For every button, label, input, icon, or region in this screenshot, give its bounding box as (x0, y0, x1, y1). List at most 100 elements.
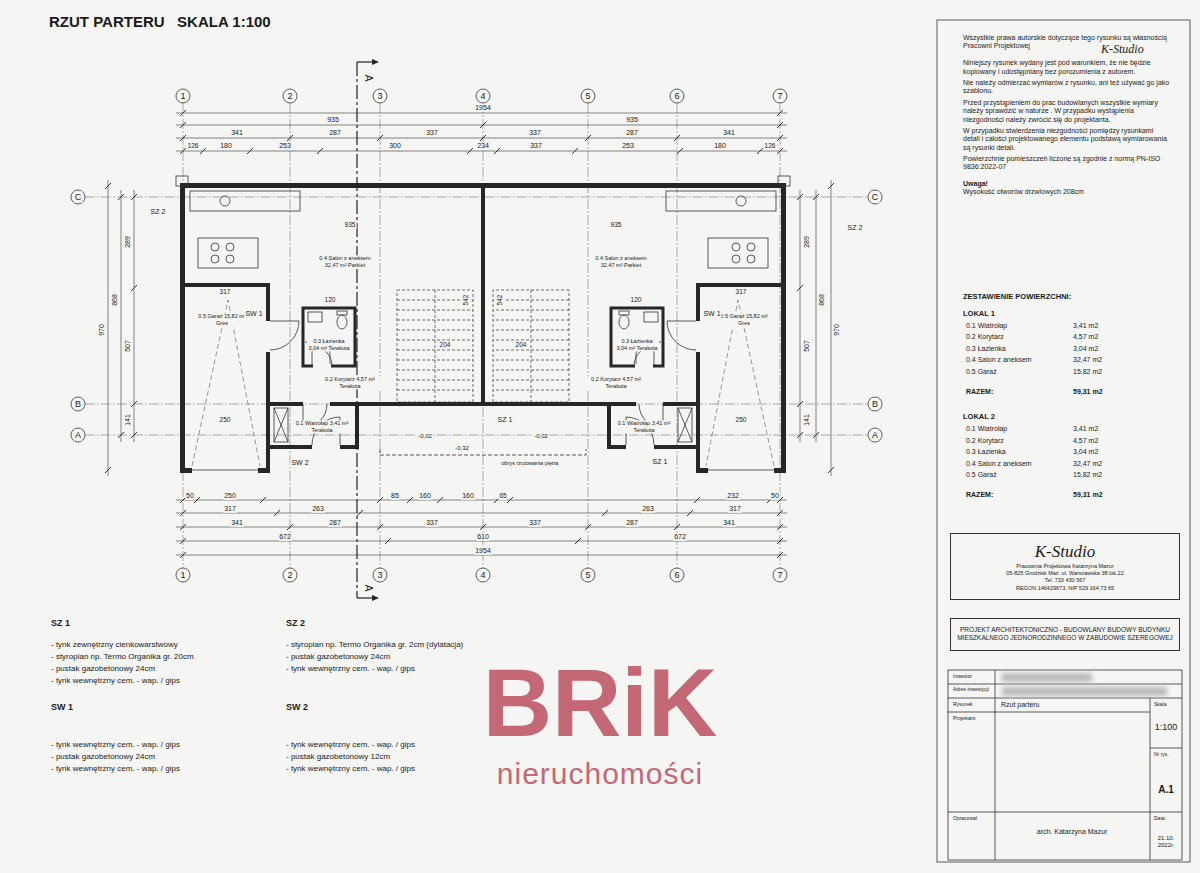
area-table-cell: 0.5 Garaż (965, 368, 998, 376)
title-block-frame (937, 20, 1190, 862)
title-block-frame (995, 670, 996, 860)
dimension: 180 (219, 142, 233, 150)
dimension: 287 (625, 519, 639, 527)
axis-label: 4 (479, 91, 486, 102)
room-label: 0.1 Wiatrołap 3,41 m² Terakota (294, 420, 350, 433)
wall (266, 352, 270, 473)
stairs (397, 290, 473, 402)
fixture (226, 243, 234, 251)
level-mark: -0,32 (454, 445, 470, 452)
dimension: 970 (98, 323, 106, 337)
axis-line (85, 197, 868, 198)
dimension: 935 (326, 116, 340, 124)
door-swing (270, 321, 299, 350)
wall (303, 308, 355, 366)
dimension-line (105, 110, 834, 558)
wall (180, 468, 192, 473)
dimension: 141 (803, 413, 811, 427)
door-gap (313, 364, 331, 368)
room-label: 0.2 Korytarz 4,57 m² Terakota (315, 376, 385, 389)
box-text: PROJEKT ARCHITEKTONICZNO - BUDOWLANY BUD… (957, 626, 1173, 643)
fixture (226, 255, 234, 263)
title-block-box: PROJEKT ARCHITEKTONICZNO - BUDOWLANY BUD… (950, 618, 1180, 651)
wall-type-tag: SZ 1 (652, 458, 669, 466)
area-table-cell: 4,57 m2 (1072, 333, 1099, 341)
dimension-line (831, 180, 832, 476)
axis-bubble (670, 89, 684, 103)
axis-label: C (74, 192, 83, 203)
title-block-frame (948, 670, 1182, 860)
axis-label: 6 (673, 570, 680, 581)
title-block-cell: Adres inwestycji (952, 686, 992, 692)
dimension: 253 (621, 142, 635, 150)
dimension: 263 (311, 505, 325, 513)
drawing-note: Nie należy odmierzać wymiarów z rysunku,… (962, 79, 1172, 96)
dimension: 341 (230, 519, 244, 527)
dimension: 126 (187, 142, 200, 150)
fixture (198, 238, 258, 268)
title-block-cell: arch. Katarzyna Mazur (1036, 828, 1108, 836)
dimension: 287 (328, 519, 342, 527)
stairs (397, 290, 473, 402)
area-table-cell: 4,57 m2 (1072, 437, 1099, 445)
drawing-note: K-Studio (1100, 42, 1145, 56)
stairs (397, 290, 473, 402)
title-block-frame (948, 698, 1182, 699)
axis-bubble (581, 89, 595, 103)
dimension: 253 (278, 142, 292, 150)
wall-spec-note: - tynk wewnętrzny cem. - wap. / gips (50, 764, 181, 774)
room-label: 0.1 Wiatrołap 3,41 m² Terakota (616, 420, 672, 433)
title-block-cell: Nr rys. (1153, 751, 1170, 757)
wall-spec-note: SZ 1 (50, 618, 71, 629)
fixture (211, 243, 219, 251)
drawing-note: Uwaga! (962, 180, 989, 188)
fixture (211, 255, 219, 263)
axis-label: 5 (584, 570, 591, 581)
redacted-field (1002, 673, 1092, 682)
room-label: 0.3 Łazienka 3,04 m² Terakota (615, 338, 659, 351)
dimension: 507 (124, 339, 132, 353)
dimension: 141 (124, 413, 132, 427)
title-block-cell: Data: (1153, 815, 1167, 821)
door-swing (192, 470, 258, 471)
axis-label: C (871, 192, 880, 203)
dimension: 120 (324, 296, 337, 304)
axis-label: 4 (479, 570, 486, 581)
axis-bubble (71, 190, 85, 204)
dimension: 204 (439, 341, 452, 349)
dimension-line (180, 122, 783, 128)
title-block-cell: Projektant (952, 715, 977, 721)
dimension: 65 (498, 492, 507, 500)
redacted-field (1002, 673, 1167, 696)
box-text: Tel. 733 430 567 (957, 577, 1173, 584)
dimension: 160 (418, 492, 432, 500)
dimension-line (176, 527, 787, 528)
dimension: 337 (425, 129, 439, 137)
axis-bubble (868, 428, 882, 442)
axis-label: 2 (286, 570, 293, 581)
title-block-cell: A.1 (1157, 784, 1175, 796)
dimension: 341 (722, 129, 736, 137)
dimension: 232 (726, 492, 740, 500)
section-line (372, 595, 379, 601)
axis-bubble (176, 89, 190, 103)
room-label: 0.5 Garaż 15,82 m² Gres (192, 313, 252, 326)
dimension-line (816, 190, 817, 442)
dimension: 289 (803, 235, 811, 249)
section-line (372, 59, 379, 65)
wall-spec-note: - tynk wewnętrzny cem. - wap. / gips (50, 676, 181, 686)
axis-bubble (581, 568, 595, 582)
title-block-frame (937, 20, 1190, 862)
axis-line (677, 103, 678, 568)
dimension: 672 (278, 533, 292, 541)
axis-label: B (74, 399, 82, 410)
wall (180, 183, 483, 188)
area-table-cell: 0.4 Salon z aneksem (965, 356, 1032, 364)
area-table-cell: 15,82 m2 (1072, 368, 1103, 376)
dimension-line (176, 138, 787, 139)
upper-floor-outline (380, 449, 586, 455)
wall-spec-note: - styropian np. Termo Organika gr. 2cm (… (285, 640, 464, 650)
wall-spec-note: - styropian np. Termo Organika gr. 20cm (50, 652, 195, 662)
axis-label: 1 (179, 570, 186, 581)
dimension: 317 (728, 505, 742, 513)
